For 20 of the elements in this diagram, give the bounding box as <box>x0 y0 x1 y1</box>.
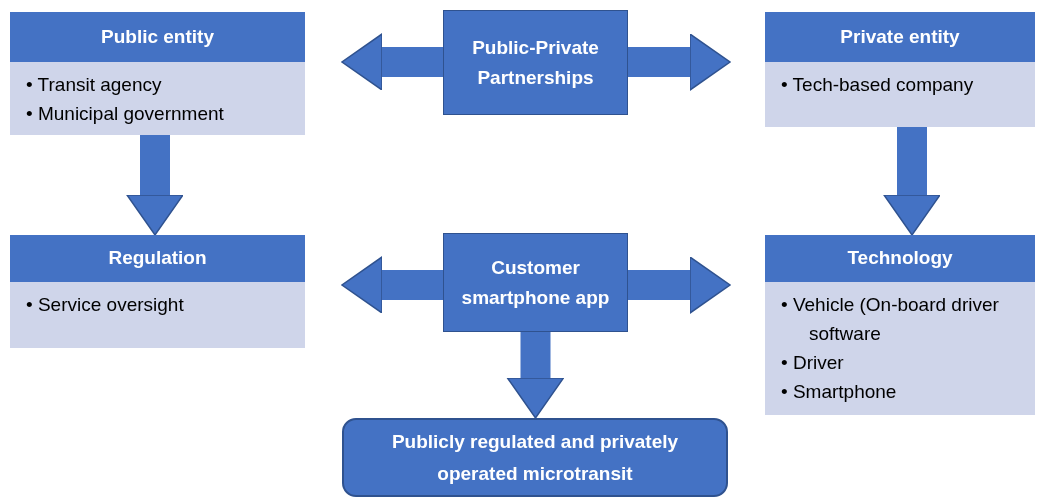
block-arrow <box>628 33 731 91</box>
block-arrow <box>341 256 443 314</box>
block-arrow <box>628 256 731 314</box>
header-bar: Regulation <box>10 235 305 282</box>
bullet-item: • Municipal government <box>26 102 224 126</box>
block-arrow <box>126 135 184 236</box>
header-bar: Public entity <box>10 12 305 62</box>
block-arrow <box>341 33 443 91</box>
block-arrow <box>883 127 941 236</box>
bullet-item: • Service oversight <box>26 293 184 317</box>
process-box: Customer smartphone app <box>443 233 628 332</box>
header-bar: Private entity <box>765 12 1035 62</box>
bullet-item: • Transit agency <box>26 73 162 97</box>
bullet-item: • Vehicle (On-board driver software <box>781 293 1000 346</box>
header-bar: Technology <box>765 235 1035 282</box>
outcome-box: Publicly regulated and privately operated microtransit <box>342 418 728 497</box>
process-box: Public-Private Partnerships <box>443 10 628 115</box>
bullet-item: • Smartphone <box>781 380 898 404</box>
bullet-item: • Tech-based company <box>781 73 974 97</box>
bullet-item: • Driver <box>781 351 845 375</box>
